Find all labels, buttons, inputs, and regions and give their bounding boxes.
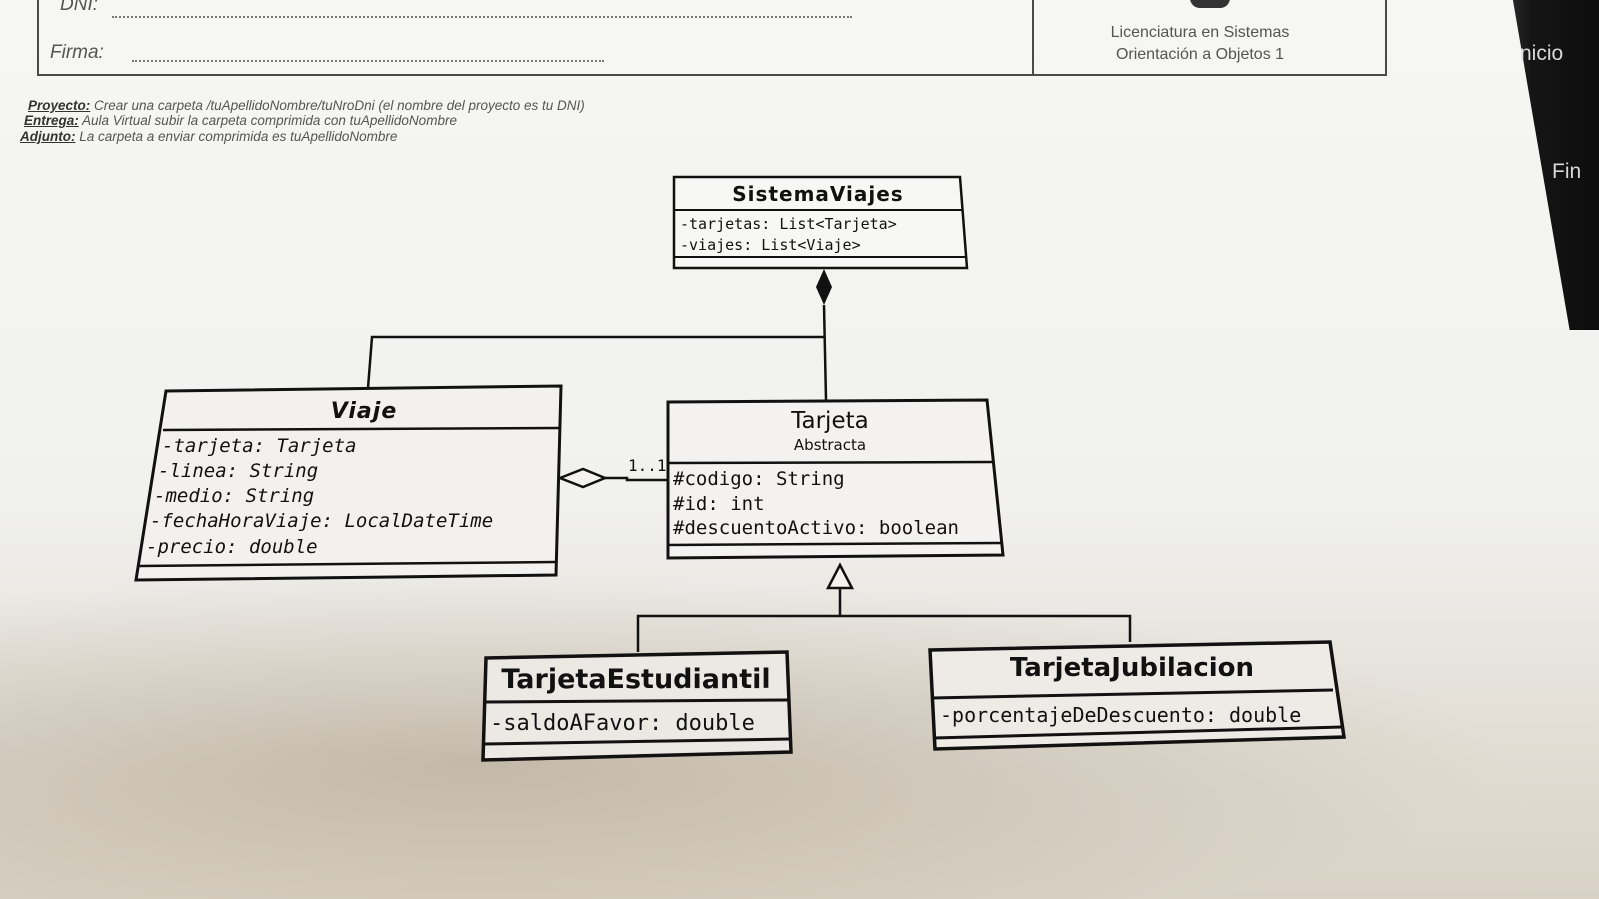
- class-name: Viaje: [331, 399, 398, 424]
- composition-line-tarjeta: [822, 304, 828, 401]
- multiplicity-label: 1..1: [628, 456, 667, 475]
- class-tarjetaestudiantil: TarjetaEstudiantil -saldoAFavor: double: [481, 650, 793, 762]
- class-name: TarjetaJubilacion: [1010, 653, 1254, 683]
- class-attribute: -tarjetas: List<Tarjeta>: [680, 215, 897, 233]
- class-attribute: #codigo: String: [673, 468, 845, 490]
- class-attribute: -porcentajeDeDescuento: double: [940, 703, 1301, 727]
- aggregation-diamond-icon: [556, 467, 609, 489]
- dni-label: DNI:: [60, 0, 98, 15]
- inheritance-branches: [636, 614, 1132, 652]
- composition-line-viaje: [366, 335, 824, 389]
- university-logo: [1190, 0, 1230, 8]
- course-name: Orientación a Objetos 1: [1115, 46, 1285, 63]
- exam-header-box: [37, 0, 1387, 76]
- instruction-text: La carpeta a enviar comprimida es tuApel…: [75, 129, 398, 144]
- class-sistemaviajes: SistemaViajes -tarjetas: List<Tarjeta> -…: [672, 175, 969, 270]
- side-label-fin: Fin: [1552, 160, 1582, 183]
- instruction-label: Adjunto:: [20, 129, 76, 144]
- instruction-adjunto: Adjunto: La carpeta a enviar comprimida …: [20, 129, 397, 144]
- class-attribute: -viajes: List<Viaje>: [680, 236, 861, 254]
- class-stereotype: Abstracta: [794, 436, 866, 454]
- composition-diamond-icon: [816, 269, 832, 305]
- class-attribute: #id: int: [673, 493, 765, 515]
- class-name: Tarjeta: [790, 408, 868, 434]
- instruction-proyecto: Proyecto: Crear una carpeta /tuApellidoN…: [28, 98, 585, 113]
- class-attribute: -precio: double: [146, 536, 318, 558]
- aggregation-line: [605, 476, 668, 482]
- instruction-text: Aula Virtual subir la carpeta comprimida…: [78, 113, 457, 128]
- instruction-label: Entrega:: [24, 113, 79, 128]
- class-name: TarjetaEstudiantil: [501, 664, 770, 695]
- class-attribute: #descuentoActivo: boolean: [673, 517, 959, 539]
- class-tarjetajubilacion: TarjetaJubilacion -porcentajeDeDescuento…: [928, 640, 1347, 751]
- class-name: SistemaViajes: [732, 182, 903, 206]
- class-viaje: Viaje -tarjeta: Tarjeta -linea: String -…: [134, 384, 563, 582]
- class-attribute: -linea: String: [158, 460, 318, 482]
- class-attribute: -tarjeta: Tarjeta: [162, 435, 356, 457]
- class-tarjeta: Tarjeta Abstracta #codigo: String #id: i…: [666, 398, 1005, 560]
- firma-label: Firma:: [50, 42, 104, 63]
- class-attribute: -saldoAFavor: double: [490, 711, 755, 736]
- header-divider: [1032, 0, 1034, 76]
- firma-field-line: [132, 60, 604, 62]
- instruction-text: Crear una carpeta /tuApellidoNombre/tuNr…: [90, 98, 585, 113]
- inheritance-triangle-icon: [825, 562, 855, 590]
- dni-field-line: [112, 16, 852, 18]
- instruction-label: Proyecto:: [28, 98, 91, 113]
- side-label-inicio: nicio: [1520, 42, 1564, 65]
- career-name: Licenciatura en Sistemas: [1110, 24, 1290, 41]
- class-attribute: -medio: String: [154, 485, 314, 507]
- instruction-entrega: Entrega: Aula Virtual subir la carpeta c…: [24, 113, 457, 128]
- class-attribute: -fechaHoraViaje: LocalDateTime: [150, 510, 493, 532]
